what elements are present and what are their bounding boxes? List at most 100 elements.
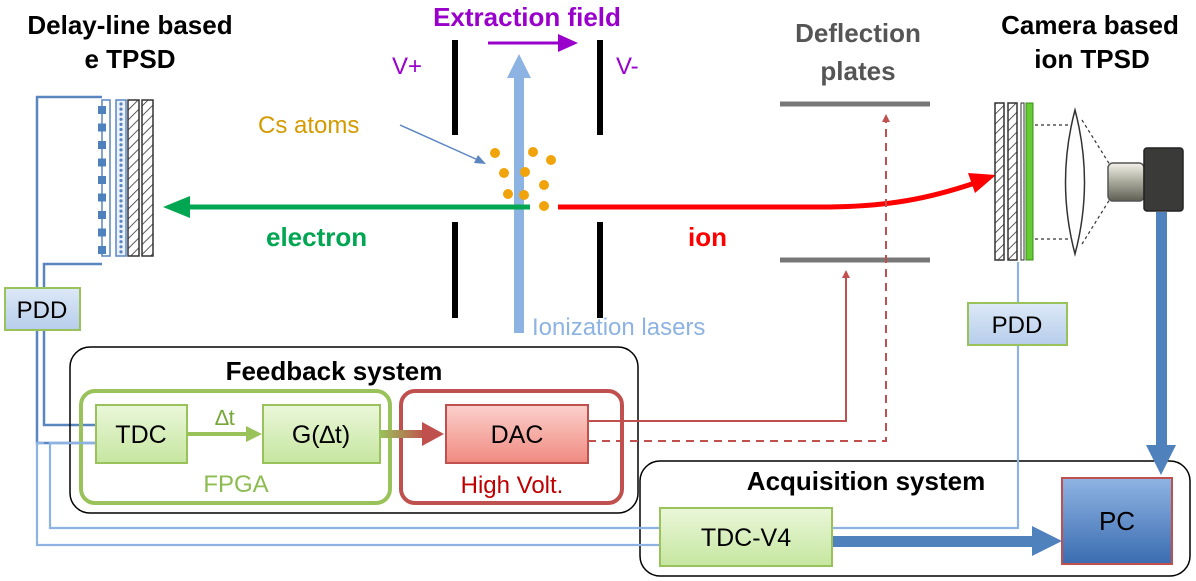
- ionization-laser-beam: [507, 54, 531, 333]
- anode-dot: [119, 173, 123, 177]
- anode-dot: [119, 235, 123, 239]
- delay-line-pin: [98, 158, 106, 167]
- electron-label: electron: [266, 222, 367, 252]
- ion-label: ion: [688, 222, 727, 252]
- ion-trajectory: [558, 173, 996, 210]
- anode-dot: [119, 178, 123, 183]
- anode-dot: [119, 194, 123, 198]
- mcp-plate-2: [141, 99, 154, 257]
- high-voltage-label: High Volt.: [461, 472, 564, 499]
- anode-dot: [119, 209, 123, 213]
- anode-dot: [119, 112, 123, 116]
- high-voltage-group: [399, 389, 624, 505]
- anode-dot: [119, 204, 123, 208]
- anode-dot: [119, 163, 123, 167]
- acquisition-system-title: Acquisition system: [747, 466, 985, 496]
- ion-detector-title-2: ion TPSD: [1034, 44, 1150, 74]
- data-flow-arrows: [832, 212, 1176, 556]
- anode-dot: [119, 189, 123, 193]
- ion-mcp-plate-1: [994, 102, 1005, 261]
- tdc-v4-box: [659, 507, 833, 567]
- anode-dot: [119, 214, 123, 218]
- anode-dot: [119, 133, 123, 137]
- ion-detector: [994, 102, 1184, 261]
- ion-mcp-plate-2: [1007, 102, 1018, 261]
- anode-dot: [119, 245, 123, 249]
- lens-icon: [1064, 107, 1086, 257]
- anode-dot: [119, 127, 123, 132]
- tdc-v4-label: TDC-V4: [701, 524, 791, 552]
- ionization-lasers-label: Ionization lasers: [532, 314, 705, 341]
- delay-line-pin: [98, 246, 106, 254]
- pdd-left-label: PDD: [17, 297, 68, 324]
- deflection-plates: [780, 101, 930, 263]
- extraction-field-arrow: [488, 34, 578, 52]
- anode-dot: [119, 107, 123, 111]
- pc-label: PC: [1099, 506, 1135, 536]
- anode-dot: [119, 224, 123, 228]
- phosphor-screen: [1025, 102, 1034, 261]
- anode-dot: [119, 240, 123, 244]
- internal-arrows: [187, 422, 444, 446]
- signal-wires-blue: [35, 262, 1020, 547]
- anode-plate: [115, 99, 127, 257]
- ion-detector-title-1: Camera based: [1001, 10, 1179, 40]
- electron-trajectory: [163, 196, 530, 218]
- anode-dot: [119, 102, 123, 106]
- v-minus-label: V-: [616, 53, 639, 80]
- anode-dot: [119, 138, 123, 142]
- acquisition-system-box: [639, 460, 1191, 577]
- anode-dot: [119, 117, 123, 121]
- feedback-system-title: Feedback system: [226, 356, 443, 386]
- deflection-title-1: Deflection: [795, 18, 921, 48]
- anode-dot: [119, 168, 123, 172]
- anode-dot: [119, 158, 123, 162]
- anode-dot: [119, 122, 123, 126]
- anode-dot: [119, 143, 123, 147]
- cs-atoms-cloud: [490, 147, 556, 211]
- anode-dot: [119, 219, 123, 223]
- delay-line-pin: [98, 211, 106, 219]
- delay-line-pin: [98, 106, 106, 114]
- camera-icon: [1143, 147, 1184, 212]
- dac-label: DAC: [491, 421, 544, 449]
- extraction-field-label: Extraction field: [433, 2, 621, 32]
- pdd-left-box: [4, 287, 81, 331]
- feedback-system-box: [69, 346, 639, 514]
- delay-line-pin: [98, 141, 106, 149]
- anode-dot: [119, 199, 123, 203]
- fpga-label: FPGA: [203, 471, 268, 498]
- delay-line-pin: [98, 193, 106, 202]
- pdd-right-label: PDD: [992, 312, 1043, 339]
- anode-dot: [119, 148, 123, 152]
- electron-detector-title-1: Delay-line based: [27, 10, 232, 40]
- camera-lens-body-icon: [1107, 162, 1145, 202]
- electron-detector: [98, 99, 154, 257]
- extraction-plates: [452, 40, 603, 318]
- pc-box: [1061, 477, 1173, 565]
- pdd-right-box: [967, 302, 1068, 346]
- mcp-plate-1: [127, 99, 140, 257]
- g-function-box: [262, 404, 381, 464]
- delta-t-label: ∆t: [215, 405, 235, 430]
- tdc-box: [95, 404, 188, 464]
- g-function-label: G(∆t): [292, 421, 350, 449]
- anode-dot: [119, 153, 123, 157]
- delay-line-pin: [98, 123, 106, 132]
- fpga-group: [79, 389, 392, 505]
- v-plus-label: V+: [392, 53, 422, 80]
- deflection-title-2: plates: [820, 56, 895, 86]
- anode-dot: [119, 250, 123, 254]
- cs-atoms-pointer: [399, 124, 486, 164]
- delay-line-pin: [98, 176, 106, 184]
- electron-detector-title-2: e TPSD: [84, 44, 175, 74]
- anode-dot: [119, 229, 123, 234]
- feedback-wires-red: [588, 114, 890, 442]
- tdc-label: TDC: [115, 421, 166, 449]
- dac-box: [445, 404, 589, 464]
- delay-line-pins: [98, 102, 123, 254]
- anode-dot: [119, 184, 123, 188]
- delay-line-pin: [98, 228, 106, 237]
- cs-atoms-label: Cs atoms: [258, 112, 359, 139]
